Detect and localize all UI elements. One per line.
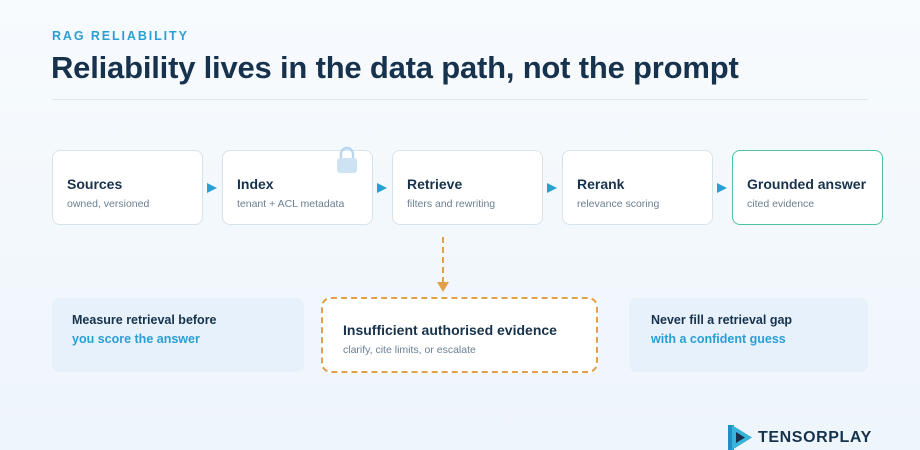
arrow-down-icon bbox=[437, 282, 449, 292]
note-highlight: you score the answer bbox=[72, 332, 200, 346]
step-grounded-answer: Grounded answer cited evidence bbox=[732, 150, 883, 225]
step-retrieve: Retrieve filters and rewriting bbox=[392, 150, 543, 225]
arrow-right-icon bbox=[547, 183, 557, 193]
note-no-guessing: Never fill a retrieval gap with a confid… bbox=[629, 298, 868, 372]
step-sources: Sources owned, versioned bbox=[52, 150, 203, 225]
eyebrow-label: RAG RELIABILITY bbox=[52, 29, 189, 43]
step-title: Index bbox=[237, 176, 274, 192]
arrow-right-icon bbox=[377, 183, 387, 193]
brand-name: TENSORPLAY bbox=[758, 429, 872, 446]
step-subtitle: relevance scoring bbox=[577, 198, 660, 210]
note-measure-retrieval: Measure retrieval before you score the a… bbox=[52, 298, 304, 372]
step-subtitle: filters and rewriting bbox=[407, 198, 496, 210]
fallback-card: Insufficient authorised evidence clarify… bbox=[321, 297, 598, 373]
fallback-title: Insufficient authorised evidence bbox=[343, 322, 557, 338]
step-subtitle: tenant + ACL metadata bbox=[237, 198, 345, 210]
fallback-connector bbox=[442, 237, 444, 283]
step-title: Retrieve bbox=[407, 176, 463, 192]
note-line: Measure retrieval before bbox=[72, 313, 217, 327]
arrow-right-icon bbox=[717, 183, 727, 193]
tensorplay-logo-icon bbox=[728, 425, 752, 450]
title-divider bbox=[52, 99, 868, 100]
lock-icon bbox=[337, 146, 357, 173]
step-title: Grounded answer bbox=[747, 176, 867, 192]
arrow-right-icon bbox=[207, 183, 217, 193]
brand-logo: TENSORPLAY bbox=[726, 424, 872, 450]
page-title: Reliability lives in the data path, not … bbox=[51, 50, 739, 85]
note-highlight: with a confident guess bbox=[651, 332, 786, 346]
step-subtitle: cited evidence bbox=[747, 198, 815, 210]
step-title: Sources bbox=[67, 176, 123, 192]
step-title: Rerank bbox=[577, 176, 625, 192]
fallback-subtitle: clarify, cite limits, or escalate bbox=[343, 344, 476, 356]
step-subtitle: owned, versioned bbox=[67, 198, 150, 210]
step-rerank: Rerank relevance scoring bbox=[562, 150, 713, 225]
note-line: Never fill a retrieval gap bbox=[651, 313, 793, 327]
